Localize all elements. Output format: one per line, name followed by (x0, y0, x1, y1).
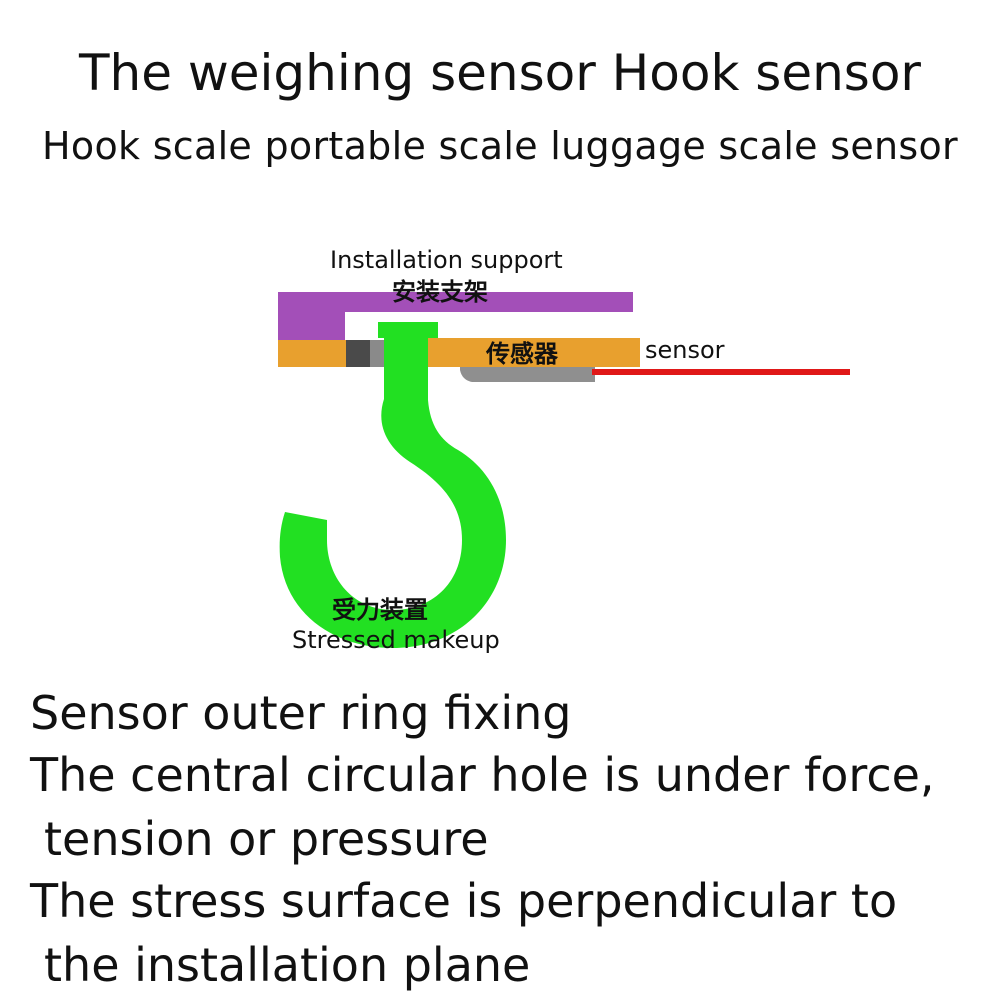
stressed-makeup-label: Stressed makeup (292, 626, 500, 654)
note-stress-surface-cont: the installation plane (44, 938, 531, 992)
cable-sleeve (460, 367, 595, 382)
note-stress-surface: The stress surface is perpendicular to (30, 874, 898, 928)
installation-support-label: Installation support (330, 246, 563, 274)
sensor-cable (592, 369, 850, 375)
hook-curve (279, 399, 506, 648)
sensor-body-right (428, 338, 640, 367)
sensor-label: sensor (645, 336, 725, 364)
sensor-cn-label: 传感器 (485, 339, 559, 368)
page-title: The weighing sensor Hook sensor (79, 44, 921, 102)
note-central-hole: The central circular hole is under force… (30, 748, 935, 802)
sensor-insert-dark (346, 340, 370, 367)
stressed-device-cn-label: 受力装置 (332, 595, 428, 624)
note-outer-ring: Sensor outer ring fixing (30, 686, 572, 740)
hook-shank (384, 336, 428, 400)
installation-support-bracket (278, 292, 633, 340)
page-subtitle: Hook scale portable scale luggage scale … (42, 124, 958, 168)
sensor-insert-light (370, 340, 384, 367)
note-central-hole-cont: tension or pressure (44, 812, 489, 866)
installation-support-cn-label: 安装支架 (392, 277, 488, 306)
hook-top-cap (378, 322, 438, 338)
